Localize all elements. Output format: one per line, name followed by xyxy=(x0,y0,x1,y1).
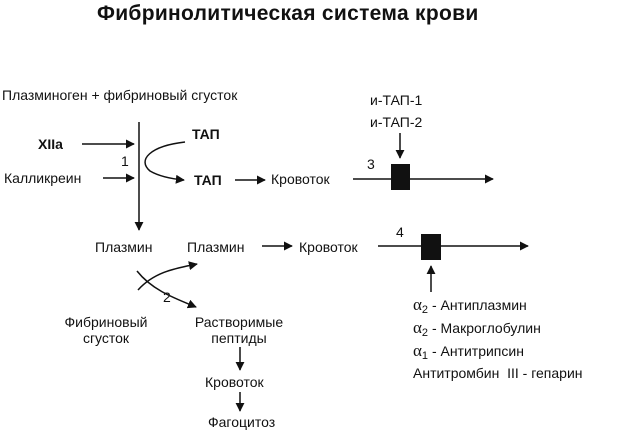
soluble-peptides-line-2: пептиды xyxy=(211,330,267,346)
bloodstream-label-1: Кровоток xyxy=(271,171,330,187)
diagram-title: Фибринолитическая система крови xyxy=(97,2,479,25)
alpha-symbol: α xyxy=(413,295,422,314)
step-number-4: 4 xyxy=(396,224,404,240)
cycle-upper-arrow xyxy=(137,261,198,291)
step-number-3: 3 xyxy=(367,156,375,172)
inhibitor-alpha1-antitrypsin: α1 - Антитрипсин xyxy=(413,341,524,364)
soluble-peptides-line-1: Растворимые xyxy=(194,314,284,330)
plasmin-label-right: Плазмин xyxy=(187,239,245,255)
step-number-2: 2 xyxy=(163,289,171,305)
inhibitor-alpha2-macroglobulin: α2 - Макроглобулин xyxy=(413,318,541,341)
alpha-subscript: 2 xyxy=(421,304,429,316)
fibrin-clot-line-2: сгусток xyxy=(82,330,130,346)
tap-lower-label: ТАП xyxy=(194,172,222,188)
alpha-subscript: 2 xyxy=(421,327,429,339)
block-4 xyxy=(421,234,441,260)
plasmin-label-left: Плазмин xyxy=(95,239,153,255)
plasminogen-label: Плазминоген + фибриновый сгусток xyxy=(2,87,238,103)
fibrin-clot-label: Фибриновый сгусток xyxy=(58,314,154,346)
xiia-label: XIIa xyxy=(38,136,63,152)
inhibitor-alpha2-antiplasmin: α2 - Антиплазмин xyxy=(413,295,527,318)
block-3 xyxy=(391,164,410,190)
inhibitor-name: - Антитрипсин xyxy=(431,343,524,359)
tap-curve-arrow xyxy=(144,141,186,184)
inhibitor-name: - Антиплазмин xyxy=(431,297,527,313)
bloodstream-label-2: Кровоток xyxy=(299,239,358,255)
alpha-symbol: α xyxy=(413,318,422,337)
alpha-symbol: α xyxy=(413,341,422,360)
tap-upper-label: ТАП xyxy=(192,126,220,142)
inhibitor-tap-2: и-ТАП-2 xyxy=(370,114,423,130)
phagocytosis-label: Фагоцитоз xyxy=(208,414,276,430)
kallikrein-label: Калликреин xyxy=(4,170,82,186)
soluble-peptides-label: Растворимые пептиды xyxy=(184,314,294,346)
inhibitor-tap-1: и-ТАП-1 xyxy=(370,92,423,108)
cycle-lower-arrow xyxy=(136,270,197,309)
fibrin-clot-line-1: Фибриновый xyxy=(64,314,148,330)
inhibitor-antithrombin: Антитромбин III - гепарин xyxy=(413,365,583,381)
alpha-subscript: 1 xyxy=(421,350,429,362)
bloodstream-label-3: Кровоток xyxy=(205,374,264,390)
step-number-1: 1 xyxy=(121,153,129,169)
inhibitor-name: - Макроглобулин xyxy=(431,320,541,336)
